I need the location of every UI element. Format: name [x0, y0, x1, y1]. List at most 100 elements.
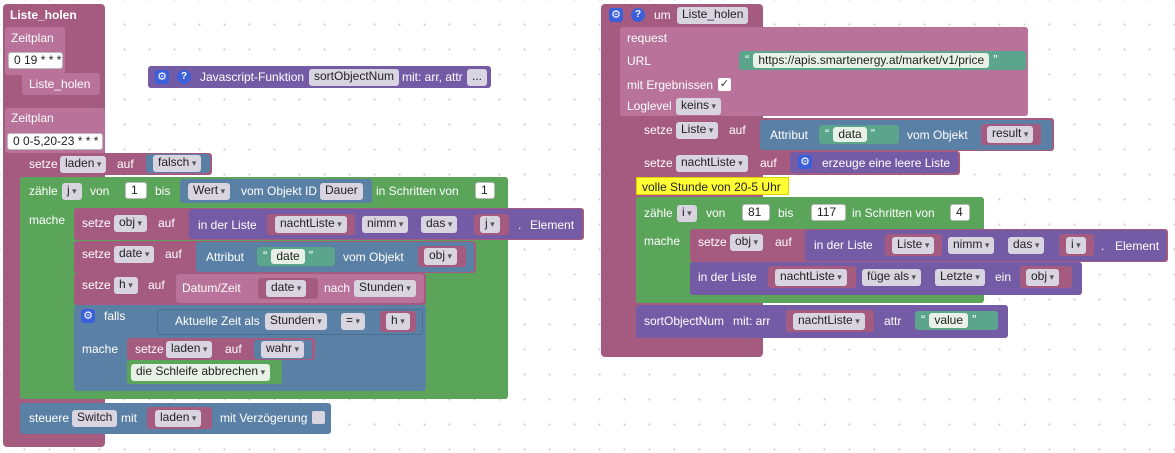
url-string-block[interactable]: “https://apis.smartenergy.at/market/v1/p… [739, 51, 1026, 70]
schedule-label-2: Zeitplan [11, 111, 54, 125]
zaehle-label: zähle [644, 206, 673, 220]
setze-label: setze [82, 247, 111, 261]
results-checkbox[interactable]: ✓ [718, 78, 731, 91]
string-block[interactable]: “data” [819, 125, 899, 144]
comment-block[interactable]: volle Stunde von 20-5 Uhr [636, 177, 789, 195]
das-dropdown[interactable]: das [1008, 237, 1045, 254]
in-der-liste-label: in der Liste [198, 218, 257, 232]
help-icon[interactable]: ? [177, 70, 191, 84]
auf-label: auf [148, 278, 165, 292]
var-laden-dropdown[interactable]: laden [166, 341, 213, 358]
date-dropdown[interactable]: date [266, 280, 307, 297]
in-der-liste-label: in der Liste [814, 238, 873, 252]
gear-icon[interactable]: ⚙ [81, 309, 95, 323]
nimm-dropdown[interactable]: nimm [948, 237, 995, 254]
h-dropdown[interactable]: h [386, 313, 410, 330]
procedure-name-field[interactable]: Liste_holen [677, 7, 749, 24]
attribut-label: Attribut [770, 128, 809, 142]
aktuelle-zeit-label: Aktuelle Zeit als [175, 314, 260, 328]
var-obj-dropdown[interactable]: obj [730, 234, 764, 251]
auf-label: auf [775, 235, 792, 249]
call-block-1[interactable] [22, 73, 100, 95]
trigger-title: Liste_holen [10, 8, 77, 22]
params-label: mit: arr, attr [402, 70, 463, 84]
auf-label: auf [760, 156, 777, 170]
list-var-dropdown[interactable]: nachtListe [275, 216, 347, 233]
function-name-field[interactable]: sortObjectNum [309, 69, 400, 86]
position-dropdown[interactable]: Letzte [935, 269, 985, 286]
loop-step-field[interactable]: 4 [950, 204, 970, 221]
dot-label: . [518, 218, 522, 232]
string-value[interactable]: value [929, 313, 969, 328]
auf-label: auf [117, 157, 134, 171]
create-list-block[interactable] [790, 152, 958, 173]
loop-step-field[interactable]: 1 [475, 182, 495, 199]
url-value[interactable]: https://apis.smartenergy.at/market/v1/pr… [753, 53, 990, 68]
obj-dropdown[interactable]: obj [424, 248, 458, 265]
von-label: von [706, 206, 726, 220]
bool-dropdown[interactable]: wahr [261, 341, 305, 358]
bool-dropdown[interactable]: falsch [153, 155, 202, 172]
nach-label: nach [324, 281, 351, 295]
delay-checkbox[interactable] [312, 411, 325, 424]
loglevel-label: Loglevel [627, 99, 672, 113]
element-label: Element [1115, 239, 1160, 253]
wert-dropdown[interactable]: Wert [188, 183, 231, 200]
loop-to-field[interactable]: 117 [811, 204, 846, 221]
list-var-dropdown[interactable]: Liste [892, 237, 935, 254]
auf-label: auf [158, 216, 175, 230]
mit-label: mit [121, 411, 137, 425]
string-value[interactable]: data [833, 127, 867, 142]
string-block[interactable]: “value” [915, 311, 998, 330]
break-dropdown[interactable]: die Schleife abbrechen [131, 364, 271, 381]
laden-dropdown[interactable]: laden [155, 410, 202, 427]
more-params-field[interactable]: ... [467, 69, 488, 86]
mit-arr-label: mit: arr [733, 314, 771, 328]
erzeuge-label: erzeuge eine leere Liste [822, 156, 951, 170]
var-obj-dropdown[interactable]: obj [114, 215, 148, 232]
string-value[interactable]: date [271, 249, 305, 264]
das-dropdown[interactable]: das [421, 216, 458, 233]
index-dropdown[interactable]: i [1066, 237, 1086, 254]
var-date-dropdown[interactable]: date [114, 246, 155, 263]
vom-objekt-label: vom Objekt [343, 250, 404, 264]
loglevel-dropdown[interactable]: keins [676, 98, 722, 115]
cron-field-2[interactable]: 0 0-5,20-23 * * * [7, 133, 103, 150]
datumzeit-label: Datum/Zeit [182, 281, 241, 295]
setze-label: setze [82, 216, 111, 230]
string-block[interactable]: “date” [257, 247, 335, 266]
js-function-label: Javascript-Funktion [200, 70, 305, 84]
schritte-label: in Schritten von [852, 206, 935, 220]
device-field[interactable]: Switch [72, 410, 118, 427]
fuege-dropdown[interactable]: füge als [862, 269, 922, 286]
sort-label: sortObjectNum [644, 314, 725, 328]
obj-dropdown[interactable]: obj [1026, 269, 1060, 286]
help-icon[interactable]: ? [631, 8, 645, 22]
nimm-dropdown[interactable]: nimm [362, 216, 409, 233]
unit-dropdown[interactable]: Stunden [354, 280, 416, 297]
loop-var-dropdown[interactable]: j [62, 183, 82, 200]
result-dropdown[interactable]: result [987, 126, 1034, 143]
list-var-dropdown[interactable]: nachtListe [793, 313, 865, 330]
gear-icon[interactable]: ⚙ [155, 70, 169, 84]
falls-label: falls [104, 309, 126, 323]
loop-from-field[interactable]: 81 [742, 204, 770, 221]
var-liste-dropdown[interactable]: Liste [676, 122, 719, 139]
setze-label: setze [82, 278, 111, 292]
setze-label: setze [135, 342, 164, 356]
list-var-dropdown[interactable]: nachtListe [775, 269, 847, 286]
loop-var-dropdown[interactable]: i [677, 205, 697, 222]
time-unit-dropdown[interactable]: Stunden [265, 313, 327, 330]
var-laden-dropdown[interactable]: laden [60, 156, 107, 173]
index-dropdown[interactable]: j [480, 216, 500, 233]
auf-label: auf [225, 342, 242, 356]
gear-icon[interactable]: ⚙ [609, 8, 623, 22]
in-der-liste-label: in der Liste [698, 270, 757, 284]
cron-field-1[interactable]: 0 19 * * * [8, 52, 63, 69]
dauer-field[interactable]: Dauer [320, 183, 363, 200]
loop-from-field[interactable]: 1 [125, 182, 147, 199]
var-nachtliste-dropdown[interactable]: nachtListe [676, 155, 748, 172]
gear-icon[interactable]: ⚙ [798, 155, 812, 169]
operator-dropdown[interactable]: = [341, 313, 366, 330]
var-h-dropdown[interactable]: h [114, 277, 138, 294]
